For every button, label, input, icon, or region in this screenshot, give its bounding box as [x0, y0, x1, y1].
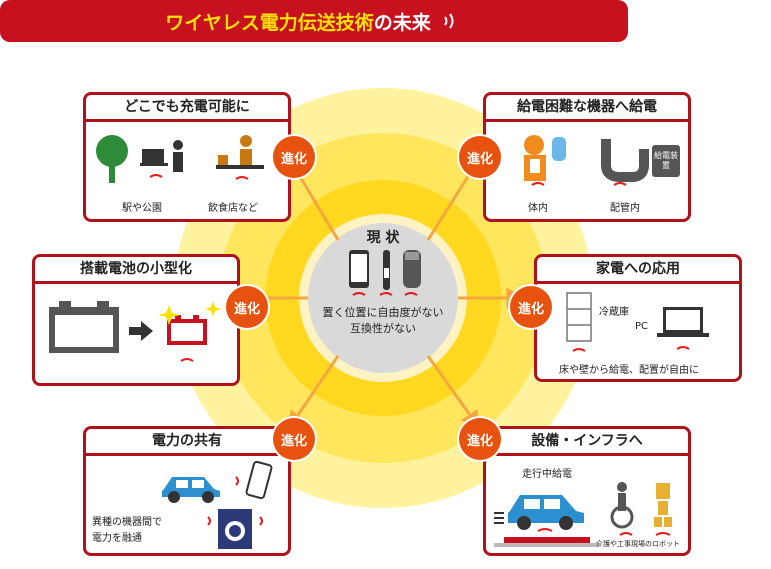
label-pc: PC — [635, 321, 649, 332]
person-icon — [173, 140, 183, 150]
center-line-1: 置く位置に自由度がない — [322, 306, 444, 319]
panel-title: 家電への応用 — [537, 257, 739, 284]
panel-power-sharing: 電力の共有 異種の機器間で 電力を融通 — [83, 426, 291, 556]
panel-charge-anywhere: どこでも充電可能に 駅や公園 飲食店など — [83, 92, 291, 222]
power-device-box — [652, 145, 680, 177]
panel-infrastructure: 設備・インフラへ 走行中給電 介護や工事現場のロボット — [483, 426, 691, 556]
panel-title: 設備・インフラへ — [486, 429, 688, 456]
person-icon — [240, 135, 252, 147]
tree-icon — [96, 135, 128, 167]
evolution-badge-appliances: 進化 — [510, 286, 552, 328]
center-heading: 現 状 — [366, 230, 400, 246]
restaurant-scene-icon — [216, 135, 264, 180]
label-in-body: 体内 — [528, 203, 548, 214]
panel-battery: 搭載電池の小型化 — [32, 254, 240, 386]
title-suffix: の未来 — [373, 11, 431, 34]
table-icon — [216, 165, 264, 169]
wheelchair-icon — [610, 482, 634, 536]
label-fridge: 冷蔵庫 — [599, 307, 629, 318]
cup-icon — [218, 155, 228, 165]
smartphone-icon — [235, 461, 273, 500]
fridge-icon — [566, 292, 592, 352]
label-sharing-1: 異種の機器間で — [92, 517, 162, 528]
arrow-icon — [129, 321, 153, 341]
panel-title: 給電困難な機器へ給電 — [486, 95, 688, 122]
evolution-badge-charge-anywhere: 進化 — [273, 136, 315, 178]
panel-title: どこでも充電可能に — [86, 95, 288, 122]
panel-hard-to-power: 給電困難な機器へ給電 給電装置 体内 配管内 — [483, 92, 691, 222]
label-floor-wall-power: 床や壁から給電、配置が自由に — [559, 365, 699, 376]
title-banner: ワイヤレス電力伝送技術 の未来 — [0, 0, 628, 42]
label-charging-while-driving: 走行中給電 — [522, 469, 572, 480]
evolution-badge-battery: 進化 — [226, 286, 268, 328]
panel-title: 搭載電池の小型化 — [35, 257, 237, 284]
capsule-icon — [552, 137, 566, 161]
driving-car-icon — [494, 495, 600, 547]
label-station-park: 駅や公園 — [122, 203, 162, 214]
laptop-icon — [657, 307, 709, 350]
park-scene-icon — [96, 135, 183, 183]
evolution-badge-sharing: 進化 — [273, 418, 315, 460]
panel-title: 電力の共有 — [86, 429, 288, 456]
robot-icon — [654, 483, 672, 536]
body-implant-icon — [524, 135, 566, 186]
current-devices-icon — [349, 250, 421, 296]
evolution-badge-hard-to-power: 進化 — [459, 136, 501, 178]
car-icon — [162, 477, 220, 503]
title-main: ワイヤレス電力伝送技術 — [165, 11, 374, 34]
washing-machine-icon — [207, 509, 263, 549]
label-in-pipe: 配管内 — [610, 203, 640, 214]
label-sharing-2: 電力を融通 — [92, 533, 142, 544]
power-device-label: 給電装置 — [654, 151, 678, 170]
center-line-2: 互換性がない — [350, 322, 416, 335]
wireless-icon — [443, 13, 454, 29]
battery-miniaturization-icon — [49, 301, 221, 362]
label-restaurant: 飲食店など — [208, 203, 258, 214]
road-charging-coil — [504, 537, 590, 543]
pipe-icon — [601, 139, 649, 186]
evolution-badge-infrastructure: 進化 — [459, 418, 501, 460]
laptop-icon — [142, 149, 164, 163]
label-care-robot: 介護や工事現場のロボット — [596, 540, 680, 548]
panel-appliances: 家電への応用 冷蔵庫 PC 床や壁から給電、配置が自由に — [534, 254, 742, 382]
